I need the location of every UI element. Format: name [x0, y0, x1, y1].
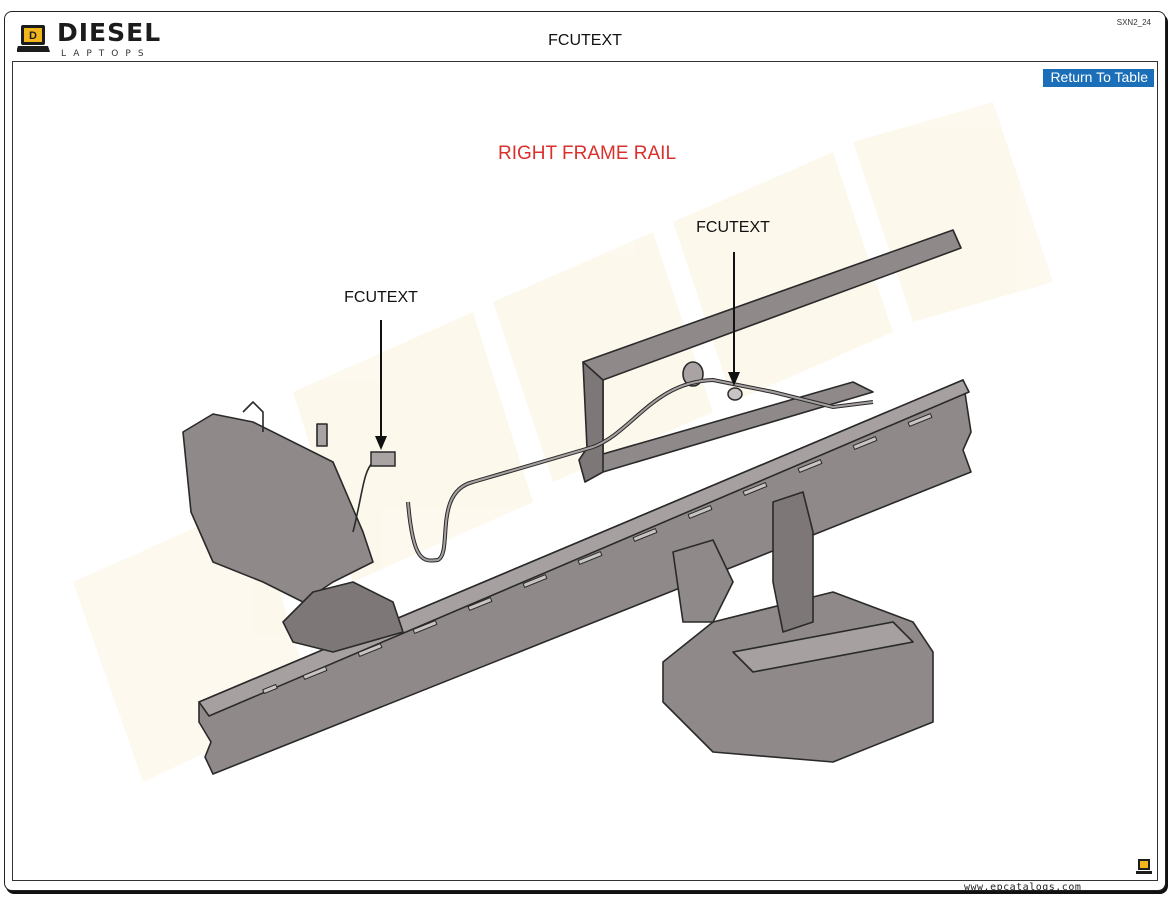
right-callout-label: FCUTEXT [696, 219, 770, 236]
laptop-logo-small-icon [1136, 859, 1152, 874]
footer-url: www.epcatalogs.com [964, 882, 1082, 893]
left-fcutext-sensor [370, 451, 396, 467]
logo-subtext: LAPTOPS [61, 49, 151, 59]
return-to-table-button[interactable]: Return To Table [1043, 69, 1154, 87]
page-title: FCUTEXT [548, 32, 622, 49]
document-frame: D DIESEL LAPTOPS FCUTEXT SXN2_24 [4, 11, 1166, 891]
svg-text:D: D [29, 30, 37, 42]
laptop-logo-icon: D [17, 25, 50, 52]
diagram-panel: FCUTEXT FCUTEXT RIGHT FRAME RAIL Return … [12, 61, 1158, 881]
frame-rail-diagram: FCUTEXT FCUTEXT RIGHT FRAME RAIL [73, 102, 1053, 782]
page-header: D DIESEL LAPTOPS FCUTEXT SXN2_24 [5, 12, 1165, 60]
page-code: SXN2_24 [1116, 18, 1151, 27]
right-tank-assembly [662, 491, 934, 763]
right-fcutext-sensor [727, 387, 743, 401]
logo-text: DIESEL [57, 18, 162, 47]
diesel-laptops-logo: D DIESEL LAPTOPS [17, 18, 167, 59]
left-callout-label: FCUTEXT [344, 289, 418, 306]
left-tank-assembly [182, 401, 404, 653]
diagram-heading: RIGHT FRAME RAIL [498, 143, 676, 164]
